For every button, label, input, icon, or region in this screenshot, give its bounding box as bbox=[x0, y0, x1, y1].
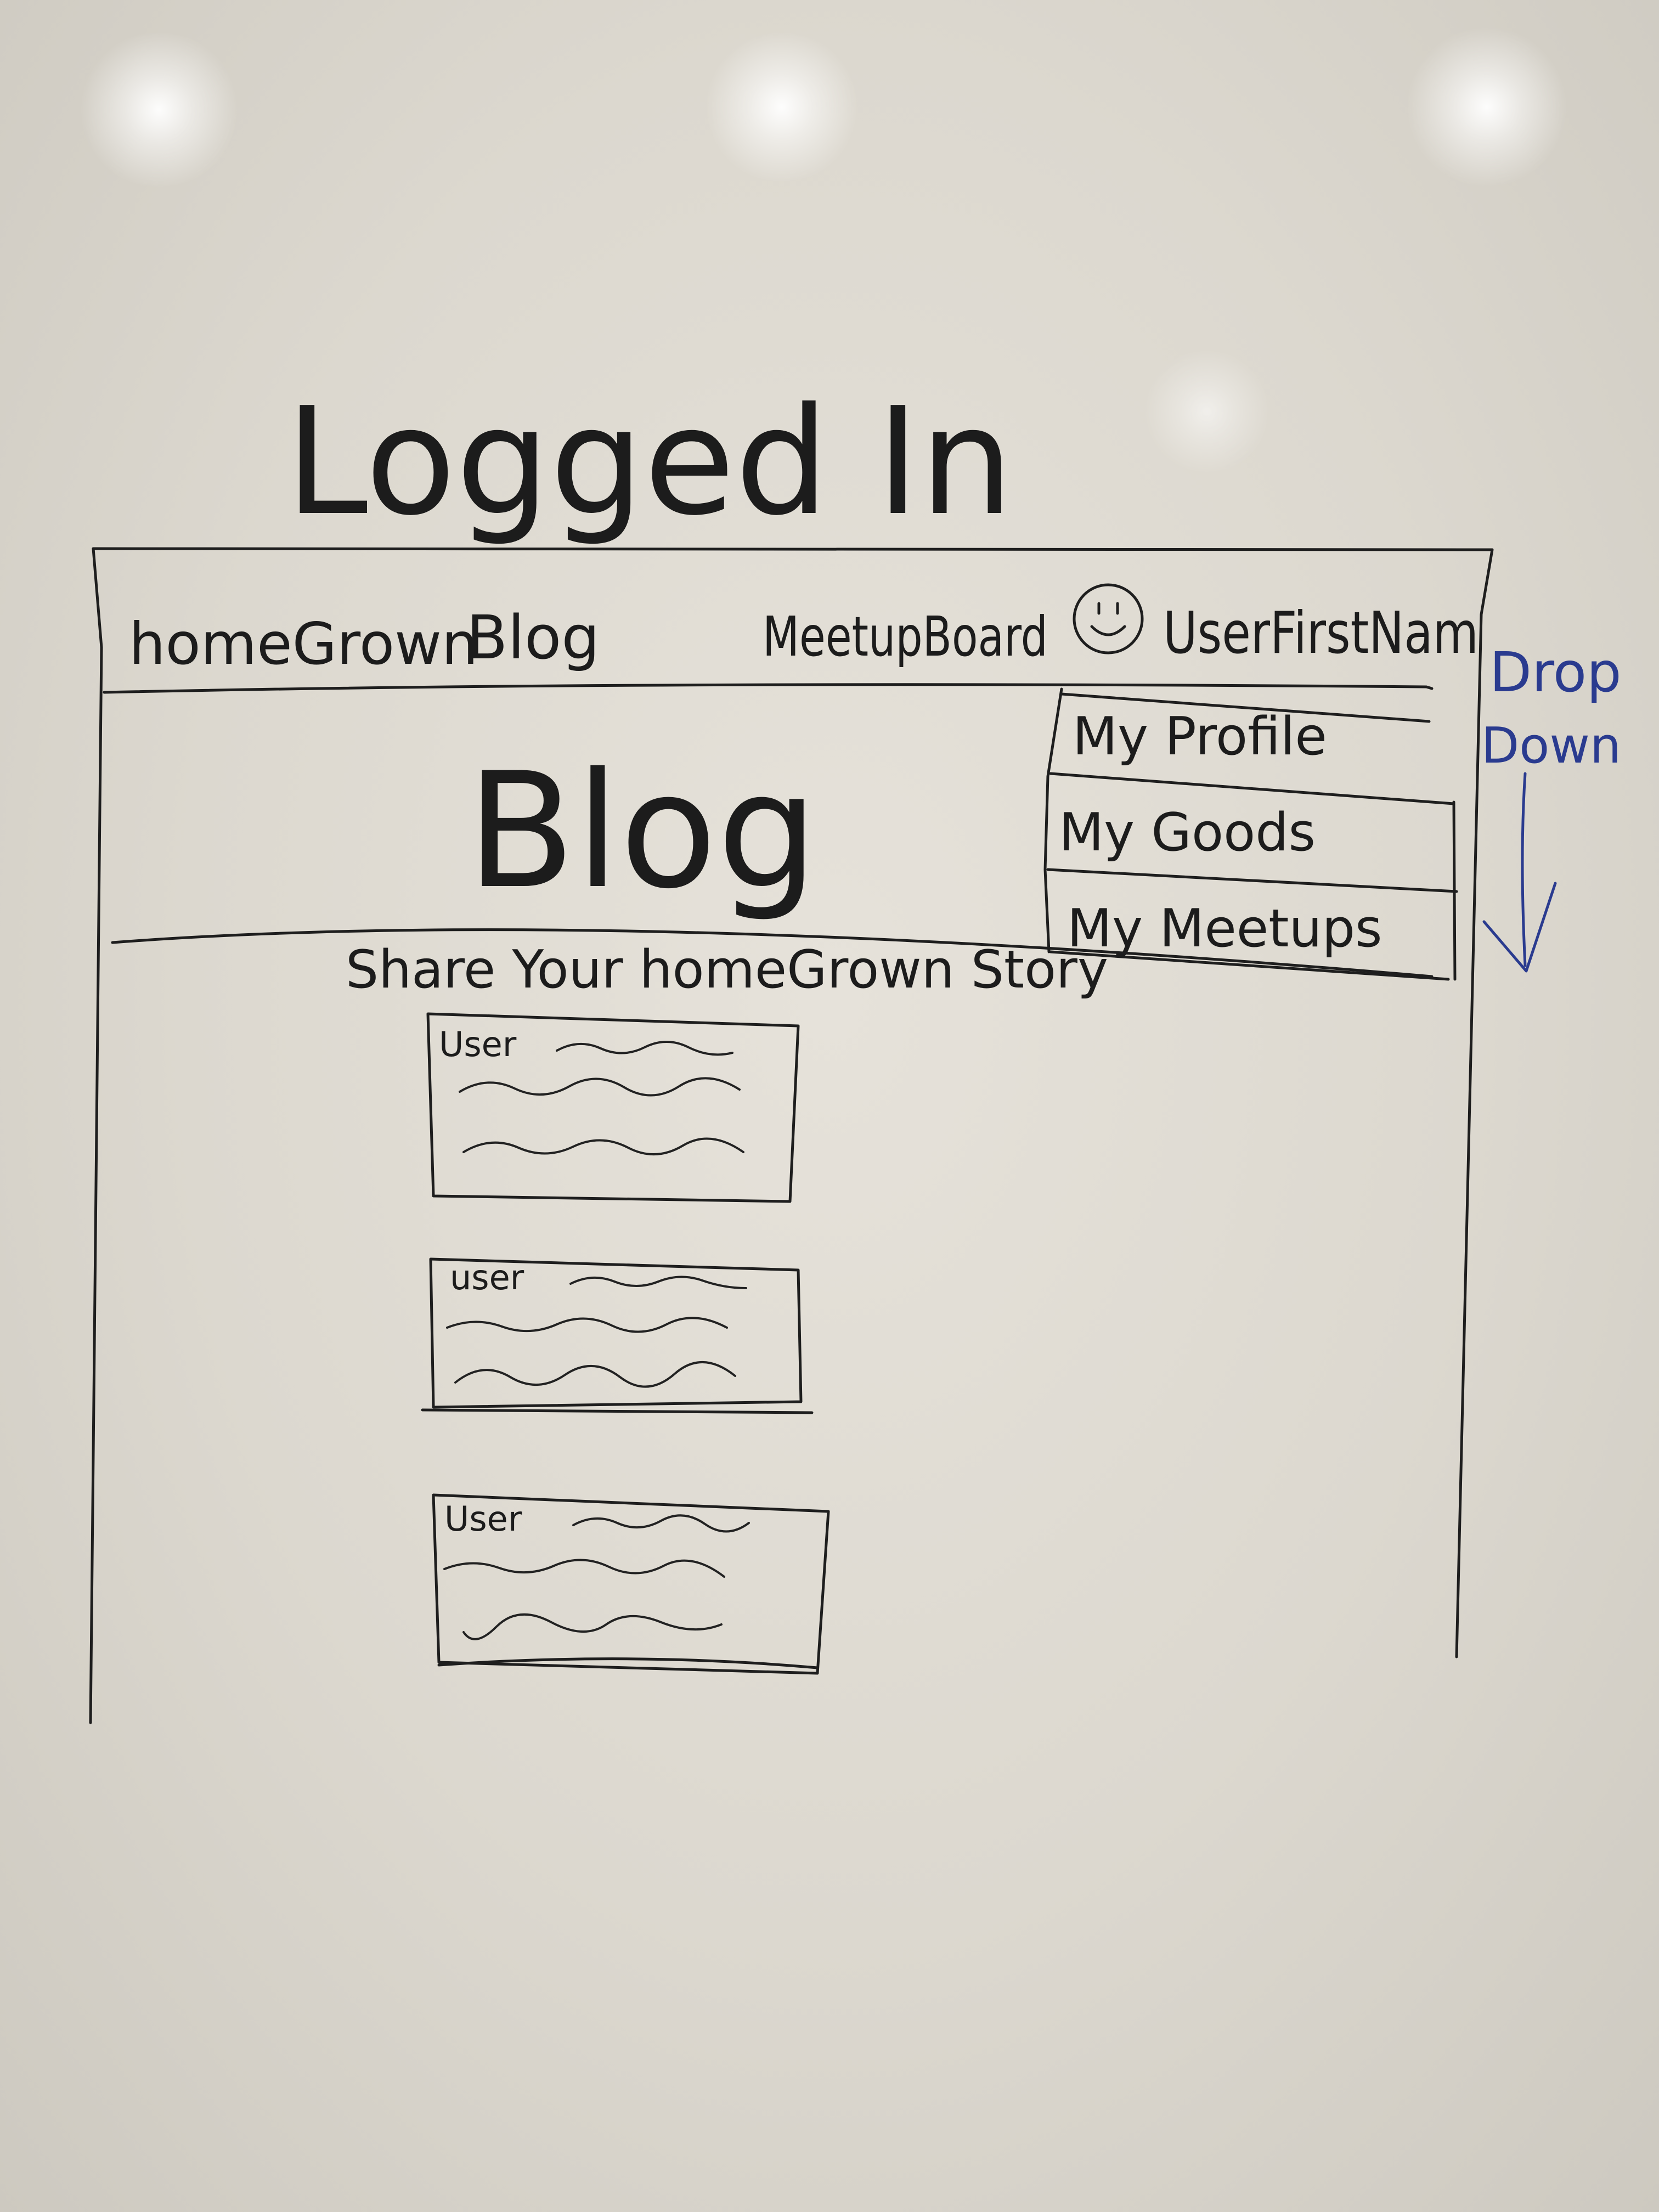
post-text-line bbox=[462, 1613, 723, 1640]
share-heading: Share Your homeGrown Story bbox=[346, 940, 1108, 1000]
glare-light bbox=[702, 33, 861, 181]
post-card-baseline bbox=[437, 1657, 819, 1669]
dropdown-right-edge bbox=[1452, 800, 1457, 981]
post-text-line bbox=[569, 1276, 747, 1289]
glare-light bbox=[77, 33, 241, 187]
post-card-border bbox=[426, 1012, 800, 1203]
down-arrow-icon bbox=[1482, 772, 1557, 973]
nav-meetup-board-link[interactable]: MeetupBoard bbox=[763, 605, 1048, 669]
dropdown-separator bbox=[1049, 772, 1455, 805]
dropdown-left-edge bbox=[1043, 687, 1063, 953]
hero-divider bbox=[111, 928, 1434, 978]
post-text-line bbox=[446, 1317, 728, 1333]
nav-logo[interactable]: homeGrown bbox=[129, 611, 478, 678]
post-text-line bbox=[556, 1041, 733, 1056]
glare-light bbox=[1404, 27, 1569, 187]
user-dropdown-menu: My Profile My Goods My Meetups bbox=[1043, 687, 1458, 981]
page-frame-left bbox=[89, 547, 103, 1724]
dropdown-item-my-profile[interactable]: My Profile bbox=[1073, 707, 1327, 767]
annotation-line-1: Drop bbox=[1489, 640, 1622, 704]
hero-title: Blog bbox=[466, 739, 818, 924]
post-card-border bbox=[429, 1257, 803, 1409]
page-frame-right bbox=[92, 547, 1494, 1658]
post-author-label: User bbox=[439, 1024, 517, 1064]
post-text-line bbox=[443, 1559, 725, 1578]
post-author-label: User bbox=[444, 1499, 522, 1539]
post-card[interactable]: User bbox=[432, 1493, 830, 1675]
post-author-label: user bbox=[450, 1257, 524, 1297]
post-card[interactable]: User bbox=[426, 1012, 800, 1203]
dropdown-separator bbox=[1046, 868, 1458, 893]
post-text-line bbox=[572, 1514, 750, 1533]
drop-down-annotation: Drop Down bbox=[1481, 640, 1622, 973]
nav-user-name[interactable]: UserFirstNam bbox=[1163, 600, 1479, 667]
dropdown-item-my-goods[interactable]: My Goods bbox=[1059, 803, 1316, 863]
post-card[interactable]: user bbox=[421, 1257, 814, 1414]
nav-blog-link[interactable]: Blog bbox=[466, 602, 600, 673]
nav-bar: homeGrown Blog MeetupBoard UserFirstNam bbox=[129, 583, 1479, 678]
post-card-baseline bbox=[421, 1408, 814, 1414]
sketch-heading: Logged In bbox=[285, 375, 1014, 548]
nav-divider bbox=[103, 683, 1434, 694]
post-card-border bbox=[432, 1493, 830, 1675]
dropdown-top-edge bbox=[1060, 692, 1431, 723]
annotation-line-2: Down bbox=[1481, 717, 1621, 775]
smiley-face-icon[interactable] bbox=[1073, 583, 1144, 654]
dropdown-bottom-edge bbox=[1049, 950, 1450, 981]
post-text-line bbox=[454, 1361, 736, 1388]
post-text-line bbox=[459, 1077, 741, 1097]
dropdown-item-my-meetups[interactable]: My Meetups bbox=[1067, 899, 1383, 959]
post-text-line bbox=[462, 1137, 744, 1156]
glare-light bbox=[1141, 351, 1273, 472]
